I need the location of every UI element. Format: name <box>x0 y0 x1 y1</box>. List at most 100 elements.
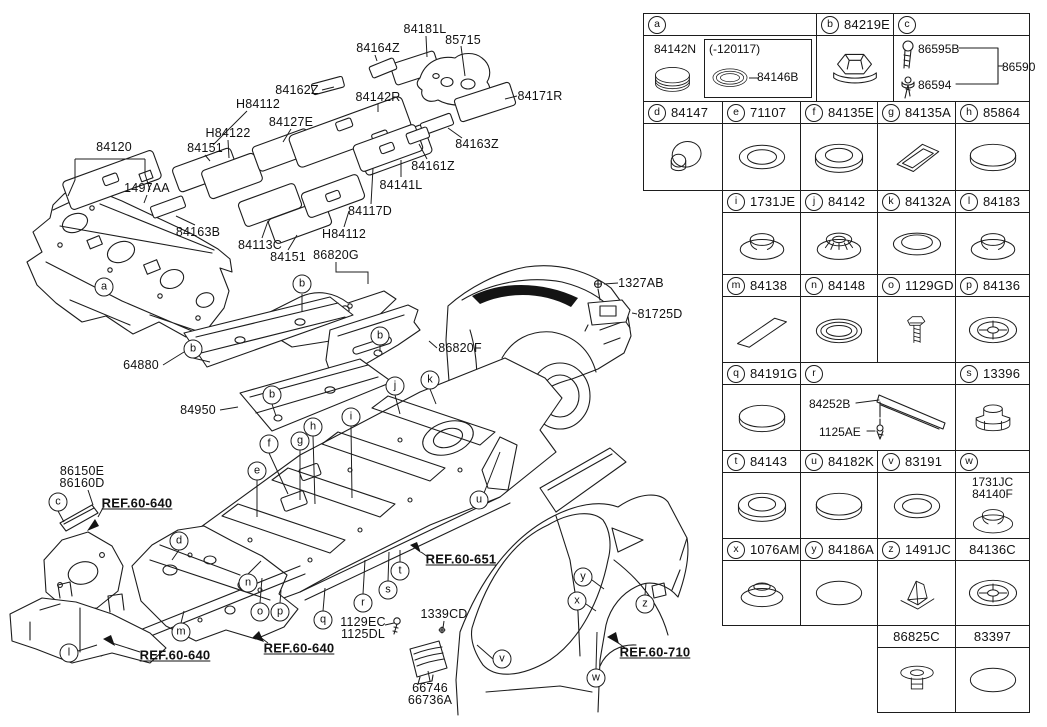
callout-b[interactable]: b <box>262 385 282 405</box>
table-cell-header-v[interactable]: v 83191 <box>877 450 956 473</box>
callout-c[interactable]: c <box>48 492 68 512</box>
cell-part-number: 1491JC <box>905 542 952 557</box>
ref-link-60-651[interactable]: REF.60-651 <box>425 551 497 567</box>
leader-lines <box>57 35 647 682</box>
part-number-label: 84117D <box>347 204 393 218</box>
table-cell-header-j[interactable]: j 84142 <box>800 190 878 213</box>
part-number-label: 84113C <box>237 238 283 252</box>
callout-g[interactable]: g <box>290 431 310 451</box>
dome-plug-icon <box>740 582 783 608</box>
part-number-label: 84120 <box>96 140 132 154</box>
callout-f[interactable]: f <box>259 434 279 454</box>
table-cell-header-86825C[interactable]: 86825C <box>877 625 956 648</box>
callout-b[interactable]: b <box>183 339 203 359</box>
table-cell-body-b <box>816 35 894 102</box>
cell-part-number: 84219E <box>844 17 891 32</box>
callout-n[interactable]: n <box>238 573 258 593</box>
cell-letter: x <box>727 540 745 559</box>
table-cell-header-l[interactable]: l 84183 <box>955 190 1030 213</box>
table-cell-header-s[interactable]: s 13396 <box>955 362 1030 385</box>
ref-link-60-710[interactable]: REF.60-710 <box>619 644 691 660</box>
callout-e[interactable]: e <box>247 461 267 481</box>
callout-k[interactable]: k <box>420 370 440 390</box>
part-number-label: 86820G <box>313 248 359 262</box>
callout-s[interactable]: s <box>378 580 398 600</box>
table-cell-header-t[interactable]: t 84143 <box>722 450 801 473</box>
table-cell-header-p[interactable]: p 84136 <box>955 274 1030 297</box>
callout-q[interactable]: q <box>313 610 333 630</box>
table-cell-header-83397[interactable]: 83397 <box>955 625 1030 648</box>
oval-plug-icon <box>738 404 785 432</box>
callout-h[interactable]: h <box>303 417 323 437</box>
push-clip-icon <box>901 81 915 99</box>
callout-d[interactable]: d <box>169 531 189 551</box>
table-cell-header-x[interactable]: x 1076AM <box>722 538 801 561</box>
callout-o[interactable]: o <box>250 602 270 622</box>
table-cell-header-m[interactable]: m 84138 <box>722 274 801 297</box>
table-cell-body-83397 <box>955 647 1030 713</box>
table-cell-header-c[interactable]: c <box>893 13 1030 36</box>
callout-u[interactable]: u <box>469 490 489 510</box>
table-cell-header-u[interactable]: u 84182K <box>800 450 878 473</box>
table-cell-header-r[interactable]: r <box>800 362 956 385</box>
table-cell-header-y[interactable]: y 84186A <box>800 538 878 561</box>
callout-y[interactable]: y <box>573 567 593 587</box>
table-cell-header-z[interactable]: z 1491JC <box>877 538 956 561</box>
part-number-label: 64880 <box>123 358 159 372</box>
callout-v[interactable]: v <box>492 649 512 669</box>
table-cell-header-i[interactable]: i 1731JE <box>722 190 801 213</box>
date-range-note: (-120117) <box>709 42 761 56</box>
table-cell-header-g[interactable]: g 84135A <box>877 101 956 124</box>
callout-j[interactable]: j <box>385 376 405 396</box>
cell-letter: k <box>882 192 900 211</box>
cell-part-number: 84147 <box>671 105 709 120</box>
callout-w[interactable]: w <box>586 668 606 688</box>
cell-letter: n <box>805 276 823 295</box>
table-cell-header-d[interactable]: d 84147 <box>643 101 723 124</box>
table-cell-header-b[interactable]: b 84219E <box>816 13 894 36</box>
table-cell-body-x <box>722 560 801 626</box>
table-cell-header-e[interactable]: e 71107 <box>722 101 801 124</box>
ref-arrowheads <box>87 519 619 646</box>
callout-a[interactable]: a <box>94 277 114 297</box>
cell-part-number: 84186A <box>828 542 875 557</box>
callout-p[interactable]: p <box>270 602 290 622</box>
cell-letter: p <box>960 276 978 295</box>
callout-b[interactable]: b <box>292 274 312 294</box>
table-cell-header-84136C[interactable]: 84136C <box>955 538 1030 561</box>
callout-z[interactable]: z <box>635 594 655 614</box>
table-cell-header-w[interactable]: w <box>955 450 1030 473</box>
table-cell-header-o[interactable]: o 1129GD <box>877 274 956 297</box>
oval-outline-icon <box>815 580 863 606</box>
callout-t[interactable]: t <box>390 561 410 581</box>
cell-part-number: 84182K <box>828 454 875 469</box>
table-cell-body-n <box>800 296 878 363</box>
part-number-label: 84163B <box>175 225 221 239</box>
table-cell-header-f[interactable]: f 84135E <box>800 101 878 124</box>
table-cell-header-n[interactable]: n 84148 <box>800 274 878 297</box>
table-cell-body-a: 84142N (-120117) 84146B <box>643 35 817 102</box>
table-cell-header-a[interactable]: a <box>643 13 817 36</box>
callout-l[interactable]: l <box>59 643 79 663</box>
cell-part-number: 83191 <box>905 454 943 469</box>
part-number-label: 84141L <box>379 178 423 192</box>
callout-r[interactable]: r <box>353 593 373 613</box>
table-cell-header-q[interactable]: q 84191G <box>722 362 801 385</box>
part-number-label: 66746 <box>412 681 448 695</box>
oval-plug-icon <box>969 143 1016 172</box>
table-cell-body-w: 1731JC 84140F <box>955 472 1030 539</box>
cell-letter: u <box>805 452 823 471</box>
table-cell-body-u <box>800 472 878 539</box>
ref-link-60-640[interactable]: REF.60-640 <box>263 640 335 656</box>
callout-b[interactable]: b <box>370 326 390 346</box>
ref-link-60-640[interactable]: REF.60-640 <box>101 495 173 511</box>
table-cell-body-q <box>722 384 801 451</box>
table-cell-header-k[interactable]: k 84132A <box>877 190 956 213</box>
cell-letter: r <box>805 364 823 383</box>
callout-x[interactable]: x <box>567 591 587 611</box>
callout-m[interactable]: m <box>171 622 191 642</box>
ref-link-60-640[interactable]: REF.60-640 <box>139 647 211 663</box>
table-cell-header-h[interactable]: h 85864 <box>955 101 1030 124</box>
callout-i[interactable]: i <box>341 407 361 427</box>
